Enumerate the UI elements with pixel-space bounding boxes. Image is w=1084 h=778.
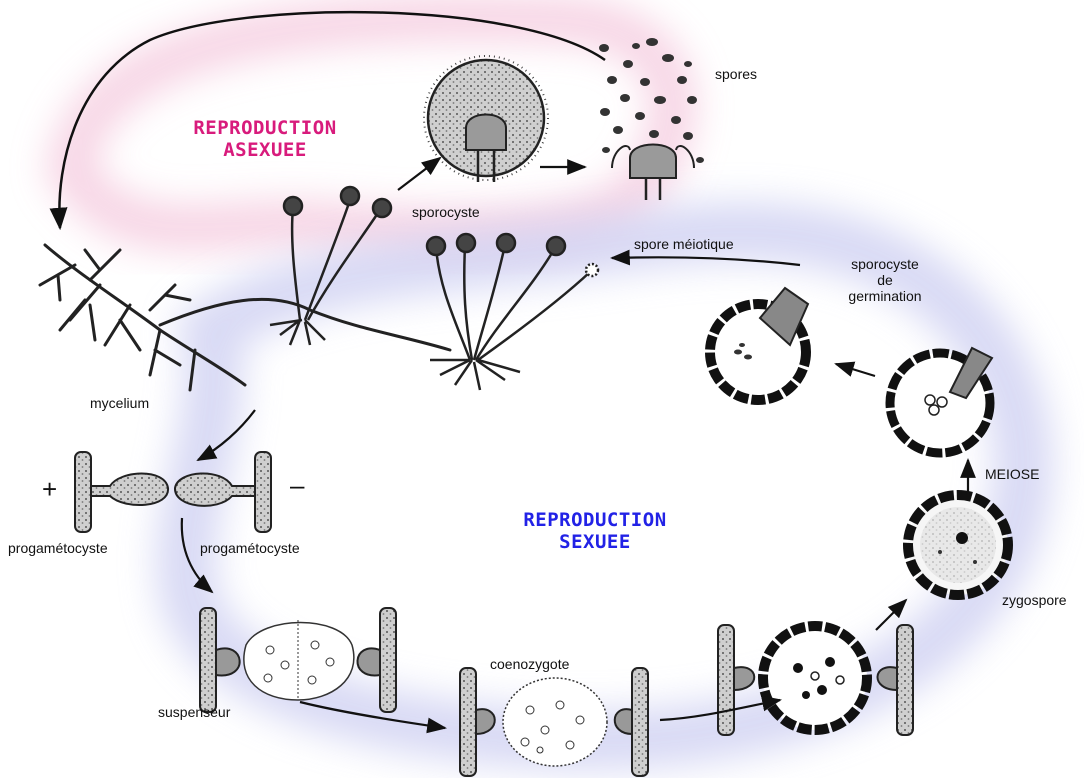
germinating-zygospore-1 — [710, 288, 808, 400]
label-progametocyste-minus: progamétocyste — [200, 540, 300, 556]
sexual-title-line2: SEXUEE — [460, 532, 730, 554]
asexual-title-line2: ASEXUEE — [130, 140, 400, 162]
asexual-sporocyst-drawing — [424, 56, 548, 182]
label-spores: spores — [715, 66, 757, 82]
label-sporocyste-germination-line3: germination — [815, 288, 955, 304]
label-zygospore: zygospore — [1002, 592, 1067, 608]
minus-sign: – — [290, 470, 304, 501]
asexual-title-line1: REPRODUCTION — [130, 118, 400, 140]
label-sporocyste-germination-line1: sporocyste — [815, 256, 955, 272]
arrow-meiosis-to-germination — [836, 364, 875, 376]
label-sporocyste-germination-line2: de — [815, 272, 955, 288]
label-sporocyste: sporocyste — [412, 204, 480, 220]
label-progametocyste-plus: progamétocyste — [8, 540, 108, 556]
sexual-title-line1: REPRODUCTION — [460, 510, 730, 532]
germinating-zygospore-2 — [890, 348, 992, 453]
plus-sign: + — [42, 474, 57, 505]
label-sporocyste-germination: sporocyste de germination — [815, 256, 955, 304]
label-spore-meiotique: spore méiotique — [634, 236, 734, 252]
zygospore-drawing — [908, 495, 1008, 595]
label-coenozygote: coenozygote — [490, 656, 569, 672]
label-mycelium: mycelium — [90, 395, 149, 411]
asexual-reproduction-title: REPRODUCTION ASEXUEE — [130, 118, 400, 162]
sexual-reproduction-title: REPRODUCTION SEXUEE — [460, 510, 730, 554]
progametocyst-plus-drawing — [75, 452, 168, 532]
arrow-to-sporocyst — [398, 158, 440, 190]
label-meiose: MEIOSE — [985, 466, 1039, 482]
label-suspenseur: suspenseur — [158, 704, 230, 720]
